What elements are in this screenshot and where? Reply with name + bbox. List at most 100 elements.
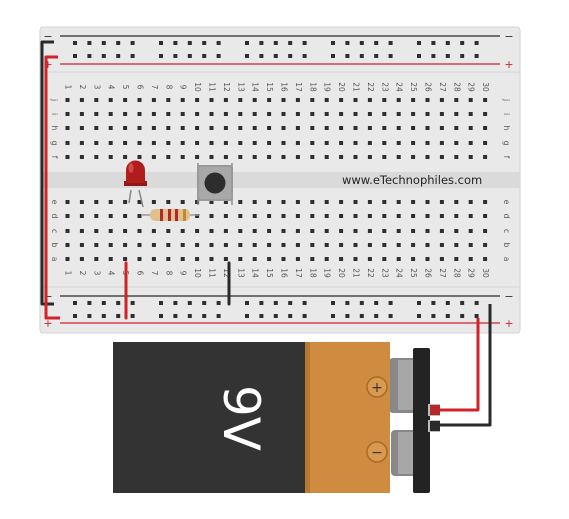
led (124, 160, 147, 208)
terminal-hole (367, 200, 372, 204)
terminal-hole (267, 257, 272, 261)
terminal-hole (295, 229, 300, 233)
rail-hole (474, 54, 479, 58)
terminal-hole (79, 155, 84, 159)
terminal-hole (411, 98, 416, 102)
terminal-hole (425, 229, 430, 233)
column-number-top: 28 (452, 82, 461, 92)
rail-hole (345, 54, 350, 58)
rail-hole (101, 41, 106, 45)
terminal-hole (339, 200, 344, 204)
terminal-hole (411, 155, 416, 159)
terminal-hole (454, 126, 459, 130)
battery-body (113, 342, 318, 493)
terminal-hole (65, 257, 70, 261)
column-number-bottom: 18 (308, 268, 317, 278)
terminal-hole (324, 243, 329, 247)
rail-hole (331, 54, 335, 58)
terminal-hole (382, 141, 387, 145)
terminal-hole (123, 229, 128, 233)
top-left-minus-symbol: − (43, 30, 52, 43)
terminal-hole (324, 141, 329, 145)
terminal-hole (94, 141, 99, 145)
terminal-hole (310, 112, 315, 116)
terminal-hole (123, 141, 128, 145)
terminal-hole (324, 112, 329, 116)
row-letter-right: g (502, 141, 511, 146)
terminal-hole (123, 243, 128, 247)
terminal-hole (454, 229, 459, 233)
terminal-hole (324, 257, 329, 261)
column-number-top: 21 (352, 82, 361, 92)
terminal-hole (267, 214, 272, 218)
rail-hole (460, 314, 465, 318)
terminal-hole (267, 229, 272, 233)
terminal-hole (310, 243, 315, 247)
rail-hole (388, 54, 393, 58)
row-letter-right: d (502, 214, 511, 219)
terminal-hole (324, 214, 329, 218)
rail-hole (417, 54, 421, 58)
terminal-hole (339, 214, 344, 218)
terminal-hole (367, 229, 372, 233)
terminal-hole (324, 126, 329, 130)
column-number-bottom: 20 (337, 268, 346, 278)
terminal-hole (108, 229, 113, 233)
terminal-hole (425, 257, 430, 261)
terminal-hole (108, 141, 113, 145)
terminal-hole (267, 126, 272, 130)
rail-hole (159, 41, 163, 45)
rail-hole (101, 314, 106, 318)
terminal-hole (281, 112, 286, 116)
terminal-hole (483, 229, 488, 233)
terminal-hole (411, 214, 416, 218)
rail-hole (159, 301, 163, 305)
column-number-bottom: 29 (467, 268, 476, 278)
bottom-left-plus-symbol: + (43, 317, 52, 330)
terminal-hole (79, 214, 84, 218)
rail-hole (431, 314, 436, 318)
rail-hole (116, 54, 121, 58)
column-number-bottom: 6 (136, 271, 145, 276)
terminal-hole (310, 98, 315, 102)
terminal-hole (353, 243, 358, 247)
terminal-hole (339, 229, 344, 233)
bottom-right-minus-symbol: − (504, 290, 513, 303)
terminal-hole (281, 126, 286, 130)
rail-hole (288, 301, 293, 305)
terminal-hole (353, 214, 358, 218)
terminal-hole (411, 229, 416, 233)
terminal-hole (396, 257, 401, 261)
terminal-hole (324, 229, 329, 233)
terminal-hole (425, 155, 430, 159)
terminal-hole (382, 200, 387, 204)
terminal-hole (483, 98, 488, 102)
battery-9v: 9V + − (113, 342, 390, 493)
top-left-plus-symbol: + (43, 58, 52, 71)
rail-hole (73, 301, 77, 305)
terminal-hole (295, 126, 300, 130)
terminal-hole (65, 155, 70, 159)
column-number-bottom: 14 (251, 268, 260, 278)
terminal-hole (396, 229, 401, 233)
rail-hole (288, 41, 293, 45)
terminal-hole (79, 200, 84, 204)
column-number-bottom: 4 (107, 271, 116, 276)
terminal-hole (94, 229, 99, 233)
terminal-hole (281, 229, 286, 233)
terminal-hole (468, 98, 473, 102)
terminal-hole (223, 98, 228, 102)
terminal-hole (65, 243, 70, 247)
column-number-top: 10 (193, 82, 202, 92)
terminal-hole (324, 155, 329, 159)
terminal-hole (324, 200, 329, 204)
column-number-top: 6 (136, 85, 145, 90)
top-right-minus-symbol: − (504, 30, 513, 43)
battery-wire-red (440, 318, 480, 412)
terminal-hole (65, 141, 70, 145)
row-letter-right: b (502, 243, 511, 248)
terminal-hole (166, 98, 171, 102)
terminal-hole (367, 141, 372, 145)
terminal-hole (180, 112, 185, 116)
